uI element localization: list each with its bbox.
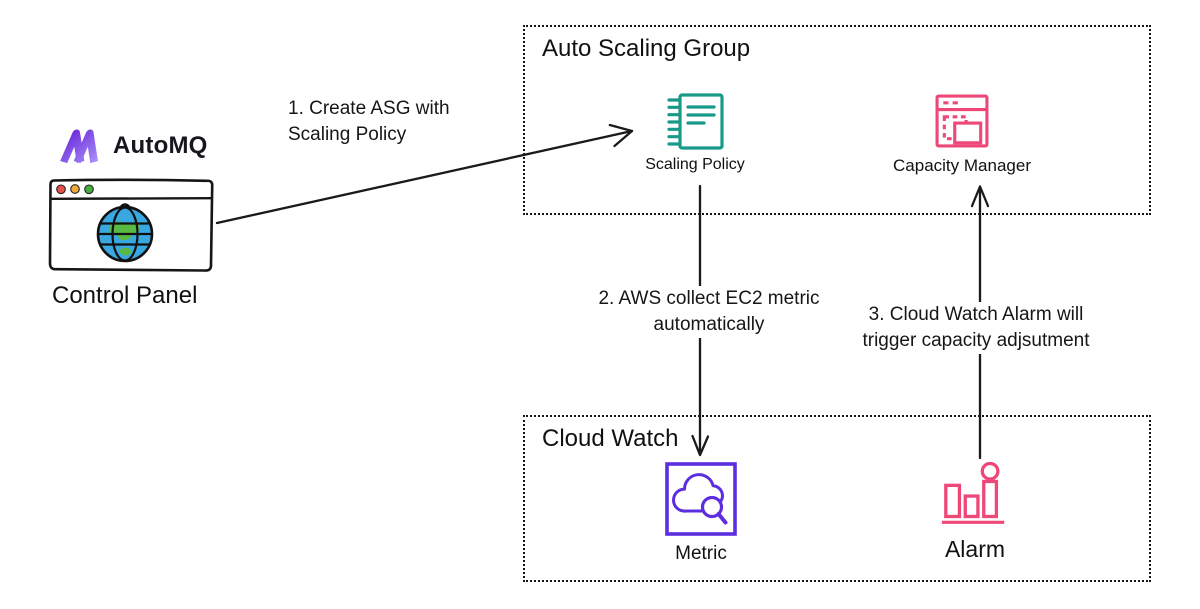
alarm-chart-icon [941,462,1005,524]
metric-label: Metric [675,543,727,564]
control-panel-label: Control Panel [52,282,198,309]
automq-logo: AutoMQ [60,128,208,164]
alarm-label: Alarm [944,536,1006,562]
step3-label: 3. Cloud Watch Alarm will trigger capaci… [854,302,1098,354]
capacity-manager-window-icon [935,94,989,148]
window-dot-green [84,184,94,195]
metric-node: Metric [631,462,771,565]
scaling-policy-node: Scaling Policy [625,92,765,174]
metric-cloud-search-icon [665,462,737,536]
cloud-watch-box: Cloud Watch [523,415,1151,582]
auto-scaling-group-title: Auto Scaling Group [542,35,751,62]
globe-icon [96,203,154,263]
brand-wordmark: AutoMQ [113,132,208,159]
browser-window-icon [48,178,214,272]
step1-label: 1. Create ASG with Scaling Policy [288,98,450,145]
alarm-node: Alarm [905,462,1045,563]
window-dot-yellow [70,184,80,194]
scaling-policy-label: Scaling Policy [645,156,745,173]
window-dot-red [56,184,66,195]
auto-scaling-group-box: Auto Scaling Group [523,25,1151,215]
cloud-watch-title: Cloud Watch [542,425,679,452]
capacity-manager-label: Capacity Manager [893,156,1031,175]
capacity-manager-node: Capacity Manager [882,94,1042,176]
automq-m-icon [60,129,98,164]
step2-label: 2. AWS collect EC2 metric automatically [585,286,833,338]
scaling-policy-notebook-icon [667,93,724,150]
